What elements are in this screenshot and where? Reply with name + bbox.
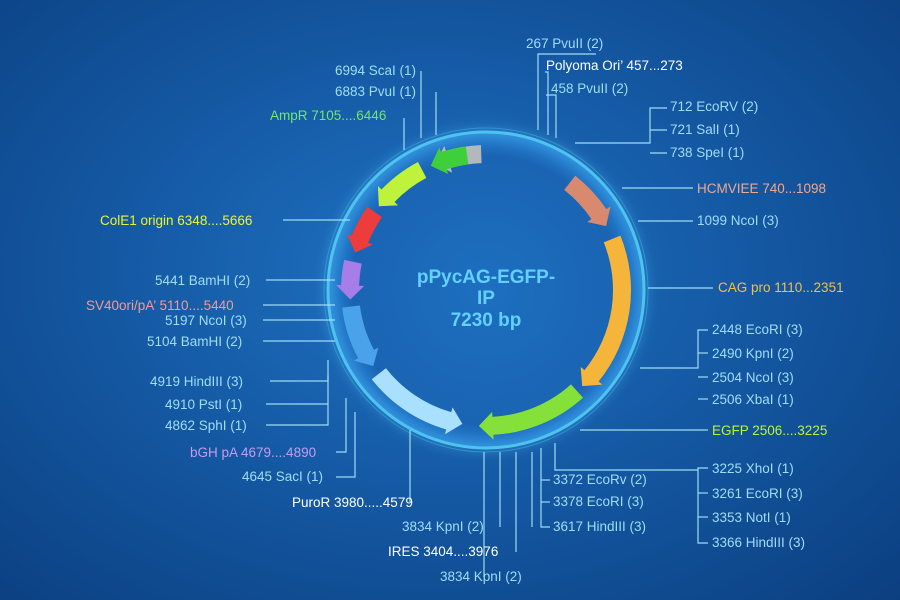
feature-label-cole1: ColE1 origin 6348....5666 bbox=[100, 213, 252, 228]
feature-arrow-ampr bbox=[430, 146, 469, 175]
site-label: 5197 NcoI (3) bbox=[165, 313, 247, 328]
site-label: 2448 EcoRI (3) bbox=[712, 322, 803, 337]
site-label: 4645 SacI (1) bbox=[242, 469, 323, 484]
plasmid-size: 7230 bp bbox=[451, 310, 522, 331]
site-label: 738 SpeI (1) bbox=[670, 145, 744, 160]
feature-arrow-egfp bbox=[478, 384, 584, 440]
feature-arcs bbox=[336, 145, 631, 440]
feature-arrow-cag-pro bbox=[580, 235, 631, 387]
site-label: 4910 PstI (1) bbox=[165, 397, 242, 412]
site-label: 5441 BamHI (2) bbox=[155, 273, 250, 288]
site-label: 458 PvuII (2) bbox=[551, 81, 628, 96]
feature-label-cag-pro: CAG pro 1110...2351 bbox=[718, 280, 844, 295]
site-label: 6883 PvuI (1) bbox=[335, 84, 416, 99]
plasmid-interior bbox=[328, 132, 644, 448]
site-label: 3261 EcoRI (3) bbox=[712, 486, 803, 501]
site-label: 721 SalI (1) bbox=[670, 122, 740, 137]
site-label: 3617 HindIII (3) bbox=[553, 519, 646, 534]
feature-arrow-puror bbox=[342, 305, 379, 367]
feature-label-egfp: EGFP 2506....3225 bbox=[712, 423, 827, 438]
feature-label-hcmviee: HCMVIEE 740...1098 bbox=[697, 181, 826, 196]
site-label: 5104 BamHI (2) bbox=[147, 334, 242, 349]
leader-lines bbox=[263, 53, 713, 577]
site-label: 712 EcoRV (2) bbox=[670, 99, 758, 114]
plasmid-backbone-outer bbox=[323, 127, 649, 453]
site-label: 4919 HindIII (3) bbox=[150, 374, 243, 389]
site-label: 1099 NcoI (3) bbox=[697, 213, 779, 228]
feature-label-bgh-pa: bGH pA 4679....4890 bbox=[190, 445, 316, 460]
plasmid-backbone-ring bbox=[326, 130, 646, 450]
feature-arrow-sv40ori-pa bbox=[346, 206, 382, 253]
plasmid-name-line1: pPycAG-EGFP- bbox=[417, 267, 555, 288]
site-label: 267 PvuII (2) bbox=[526, 36, 603, 51]
feature-label-puror: PuroR 3980.....4579 bbox=[292, 495, 413, 510]
site-label: 4862 SphI (1) bbox=[165, 418, 247, 433]
site-label: 3225 XhoI (1) bbox=[712, 461, 794, 476]
site-label: 3834 KpnI (2) bbox=[440, 569, 522, 584]
feature-arrow-hcmviee bbox=[564, 175, 611, 227]
feature-label-polyoma-ori: Polyoma Ori’ 457...273 bbox=[546, 58, 683, 73]
site-label: 2490 KpnI (2) bbox=[712, 346, 794, 361]
site-label: 3378 EcoRI (3) bbox=[553, 494, 644, 509]
feature-arrow-cole1-origin bbox=[377, 161, 427, 207]
feature-arrow-ires bbox=[371, 368, 463, 435]
site-label: 3372 EcoRv (2) bbox=[553, 472, 647, 487]
feature-arrow-bgh-pa bbox=[336, 259, 365, 300]
site-label: 3834 KpnI (2) bbox=[402, 519, 484, 534]
site-label: 2504 NcoI (3) bbox=[712, 370, 794, 385]
feature-label-ires: IRES 3404....3976 bbox=[388, 544, 498, 559]
feature-label-ampr: AmpR 7105....6446 bbox=[270, 108, 386, 123]
site-label: 3353 NotI (1) bbox=[712, 510, 791, 525]
site-label: 2506 XbaI (1) bbox=[712, 392, 794, 407]
plasmid-name-line2: IP bbox=[477, 288, 495, 309]
site-label: 6994 ScaI (1) bbox=[335, 63, 416, 78]
site-label: 3366 HindIII (3) bbox=[712, 535, 805, 550]
feature-label-sv40ori: SV40ori/pA’ 5110....5440 bbox=[86, 298, 234, 313]
